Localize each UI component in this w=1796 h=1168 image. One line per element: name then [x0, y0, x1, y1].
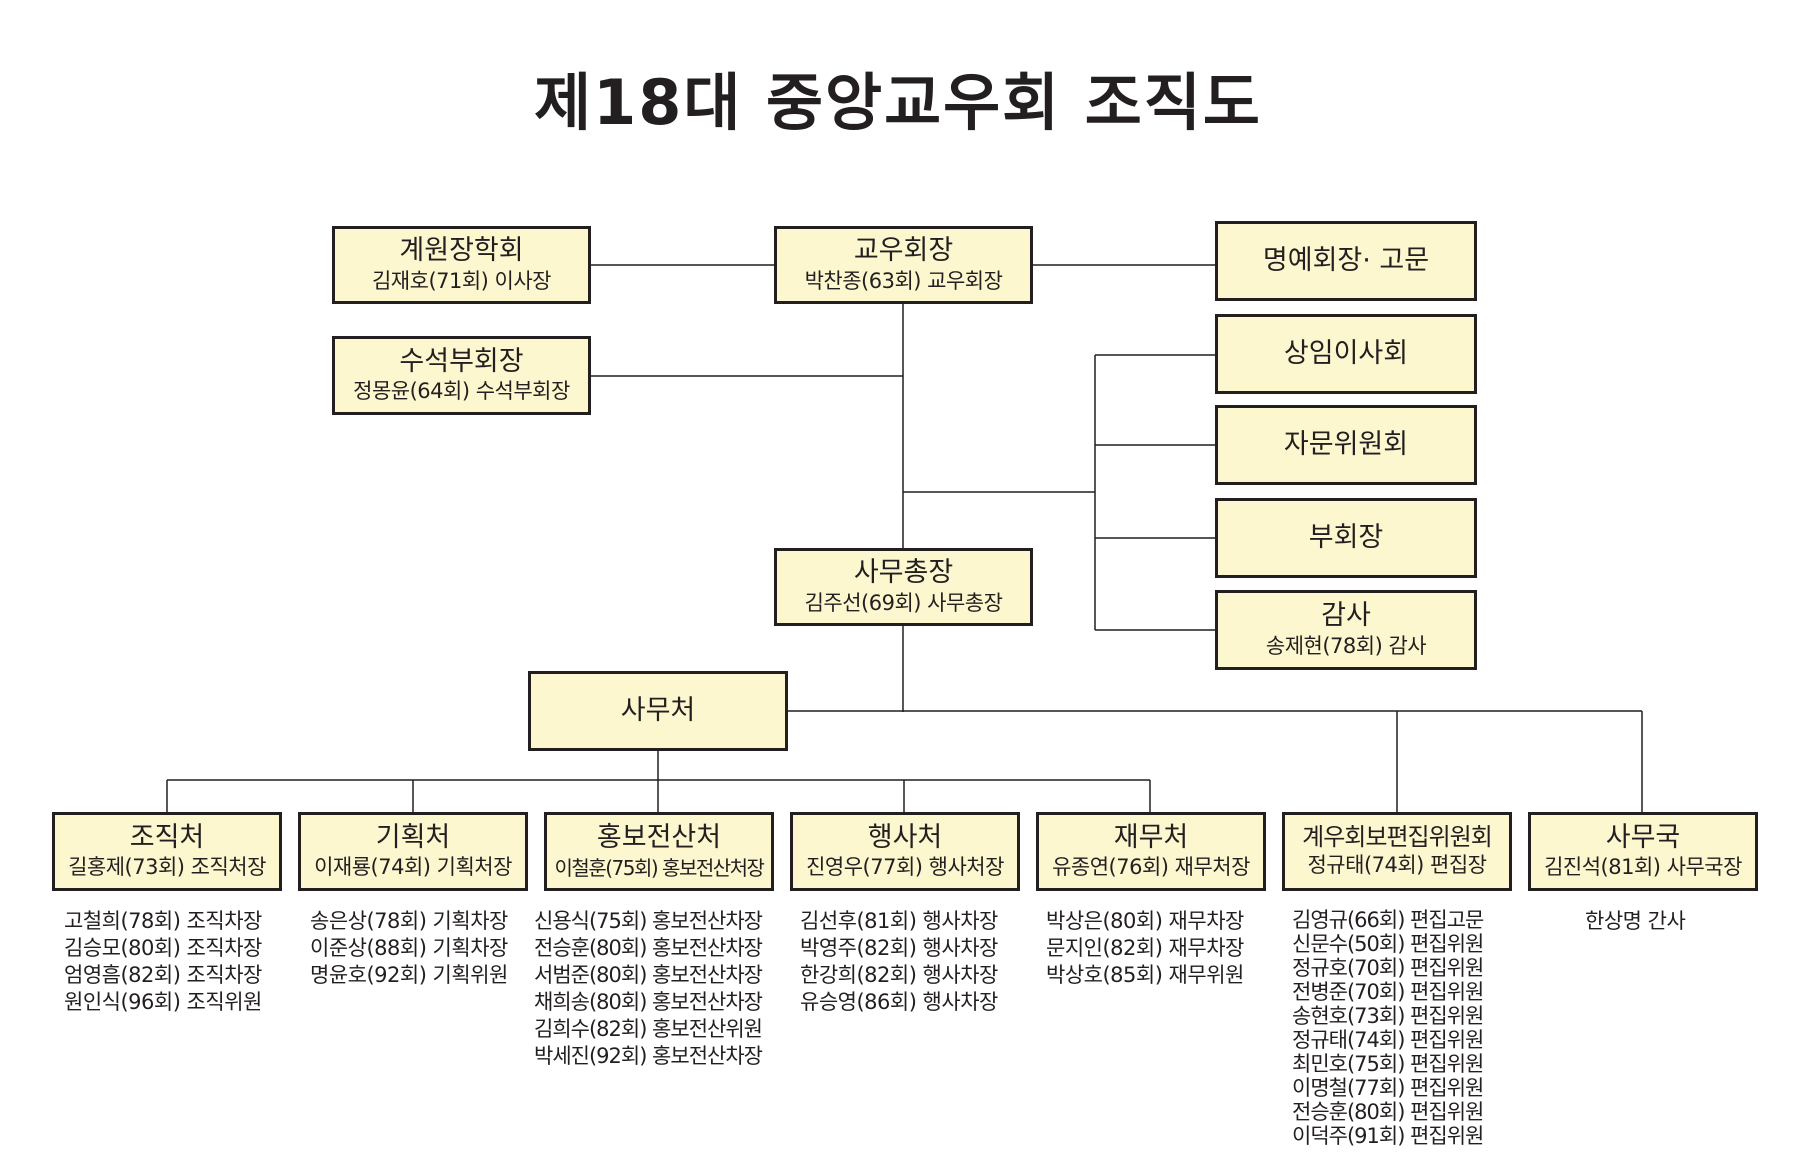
box-dept-planning: 기획처 이재룡(74회) 기획처장 — [298, 812, 528, 891]
dept-sub: 이재룡(74회) 기획처장 — [314, 855, 512, 880]
box-audit-sub: 송제현(78회) 감사 — [1265, 633, 1427, 658]
box-vice-president: 부회장 — [1215, 498, 1477, 578]
list-item: 김희수(82회) 홍보전산위원 — [534, 1017, 763, 1041]
member-list-organization: 고철희(78회) 조직차장 김승모(80회) 조직차장 엄영흠(82회) 조직차… — [64, 908, 262, 1016]
member-list-finance: 박상은(80회) 재무차장 문지인(82회) 재무차장 박상호(85회) 재무위… — [1046, 908, 1244, 989]
member-list-planning: 송은상(78회) 기획차장 이준상(88회) 기획차장 명윤호(92회) 기획위… — [310, 908, 508, 989]
dept-head: 계우회보편집위원회 — [1302, 823, 1493, 852]
box-president-sub: 박찬종(63회) 교우회장 — [804, 268, 1003, 293]
box-office-head: 사무처 — [620, 694, 696, 726]
list-item: 고철희(78회) 조직차장 — [64, 909, 262, 933]
list-item: 송현호(73회) 편집위원 — [1292, 1004, 1484, 1028]
list-item: 김선후(81회) 행사차장 — [800, 909, 998, 933]
list-item: 송은상(78회) 기획차장 — [310, 909, 508, 933]
box-standing-board-head: 상임이사회 — [1283, 337, 1409, 369]
dept-head: 재무처 — [1113, 821, 1189, 853]
list-item: 박상은(80회) 재무차장 — [1046, 909, 1244, 933]
list-item: 이덕주(91회) 편집위원 — [1292, 1124, 1484, 1148]
member-list-events: 김선후(81회) 행사차장 박영주(82회) 행사차장 한강희(82회) 행사차… — [800, 908, 998, 1016]
member-list-bureau: 한상명 간사 — [1585, 908, 1686, 935]
dept-head: 행사처 — [867, 821, 943, 853]
list-item: 원인식(96회) 조직위원 — [64, 990, 262, 1014]
box-dept-bureau: 사무국 김진석(81회) 사무국장 — [1528, 812, 1758, 891]
dept-sub: 김진석(81회) 사무국장 — [1544, 855, 1742, 880]
dept-head: 사무국 — [1605, 821, 1681, 853]
box-honorary-head: 명예회장· 고문 — [1262, 244, 1430, 276]
box-secretary-general: 사무총장 김주선(69회) 사무총장 — [774, 548, 1033, 626]
box-secretary-general-sub: 김주선(69회) 사무총장 — [804, 590, 1003, 615]
box-senior-vp-sub: 정몽윤(64회) 수석부회장 — [353, 379, 570, 404]
list-item: 신문수(50회) 편집위원 — [1292, 932, 1484, 956]
box-secretary-general-head: 사무총장 — [853, 557, 954, 589]
list-item: 정규호(70회) 편집위원 — [1292, 956, 1484, 980]
box-dept-finance: 재무처 유종연(76회) 재무처장 — [1036, 812, 1266, 891]
box-president: 교우회장 박찬종(63회) 교우회장 — [774, 226, 1033, 304]
box-honorary: 명예회장· 고문 — [1215, 221, 1477, 301]
box-dept-pr-it: 홍보전산처 이철훈(75회) 홍보전산처장 — [544, 812, 774, 891]
box-president-head: 교우회장 — [853, 235, 954, 267]
list-item: 전승훈(80회) 편집위원 — [1292, 1100, 1484, 1124]
box-scholarship-head: 계원장학회 — [399, 235, 524, 267]
box-office: 사무처 — [528, 671, 788, 751]
box-dept-editorial: 계우회보편집위원회 정규태(74회) 편집장 — [1282, 812, 1512, 891]
list-item: 김영규(66회) 편집고문 — [1292, 908, 1484, 932]
box-advisory-head: 자문위원회 — [1283, 428, 1409, 460]
member-list-pr-it: 신용식(75회) 홍보전산차장 전승훈(80회) 홍보전산차장 서범준(80회)… — [534, 908, 763, 1070]
list-item: 한강희(82회) 행사차장 — [800, 963, 998, 987]
list-item: 최민호(75회) 편집위원 — [1292, 1052, 1484, 1076]
box-dept-events: 행사처 진영우(77회) 행사처장 — [790, 812, 1020, 891]
box-senior-vp: 수석부회장 정몽윤(64회) 수석부회장 — [332, 336, 591, 415]
box-senior-vp-head: 수석부회장 — [399, 345, 524, 377]
list-item: 박상호(85회) 재무위원 — [1046, 963, 1244, 987]
list-item: 신용식(75회) 홍보전산차장 — [534, 909, 763, 933]
list-item: 채희송(80회) 홍보전산차장 — [534, 990, 763, 1014]
list-item: 박세진(92회) 홍보전산차장 — [534, 1044, 763, 1068]
list-item: 전승훈(80회) 홍보전산차장 — [534, 936, 763, 960]
dept-head: 홍보전산처 — [596, 822, 722, 854]
box-audit: 감사 송제현(78회) 감사 — [1215, 590, 1477, 670]
box-scholarship-sub: 김재호(71회) 이사장 — [371, 268, 552, 293]
dept-sub: 정규태(74회) 편집장 — [1307, 853, 1487, 878]
dept-sub: 길홍제(73회) 조직처장 — [68, 855, 266, 880]
list-item: 명윤호(92회) 기획위원 — [310, 963, 508, 987]
list-item: 박영주(82회) 행사차장 — [800, 936, 998, 960]
list-item: 유승영(86회) 행사차장 — [800, 990, 998, 1014]
list-item: 이준상(88회) 기획차장 — [310, 936, 508, 960]
dept-head: 기획처 — [375, 821, 451, 853]
box-dept-organization: 조직처 길홍제(73회) 조직처장 — [52, 812, 282, 891]
dept-sub: 이철훈(75회) 홍보전산처장 — [554, 855, 765, 880]
box-vice-president-head: 부회장 — [1308, 521, 1384, 553]
list-item: 한상명 간사 — [1585, 909, 1686, 933]
dept-sub: 진영우(77회) 행사처장 — [806, 855, 1004, 880]
list-item: 김승모(80회) 조직차장 — [64, 936, 262, 960]
box-standing-board: 상임이사회 — [1215, 314, 1477, 394]
list-item: 전병준(70회) 편집위원 — [1292, 980, 1484, 1004]
dept-head: 조직처 — [129, 821, 205, 853]
member-list-editorial: 김영규(66회) 편집고문 신문수(50회) 편집위원 정규호(70회) 편집위… — [1292, 908, 1484, 1148]
list-item: 정규태(74회) 편집위원 — [1292, 1028, 1484, 1052]
list-item: 서범준(80회) 홍보전산차장 — [534, 963, 763, 987]
list-item: 엄영흠(82회) 조직차장 — [64, 963, 262, 987]
page-title: 제18대 중앙교우회 조직도 — [534, 66, 1262, 139]
dept-sub: 유종연(76회) 재무처장 — [1052, 855, 1250, 880]
box-scholarship: 계원장학회 김재호(71회) 이사장 — [332, 226, 591, 304]
box-audit-head: 감사 — [1321, 600, 1371, 632]
box-advisory: 자문위원회 — [1215, 405, 1477, 485]
list-item: 이명철(77회) 편집위원 — [1292, 1076, 1484, 1100]
list-item: 문지인(82회) 재무차장 — [1046, 936, 1244, 960]
